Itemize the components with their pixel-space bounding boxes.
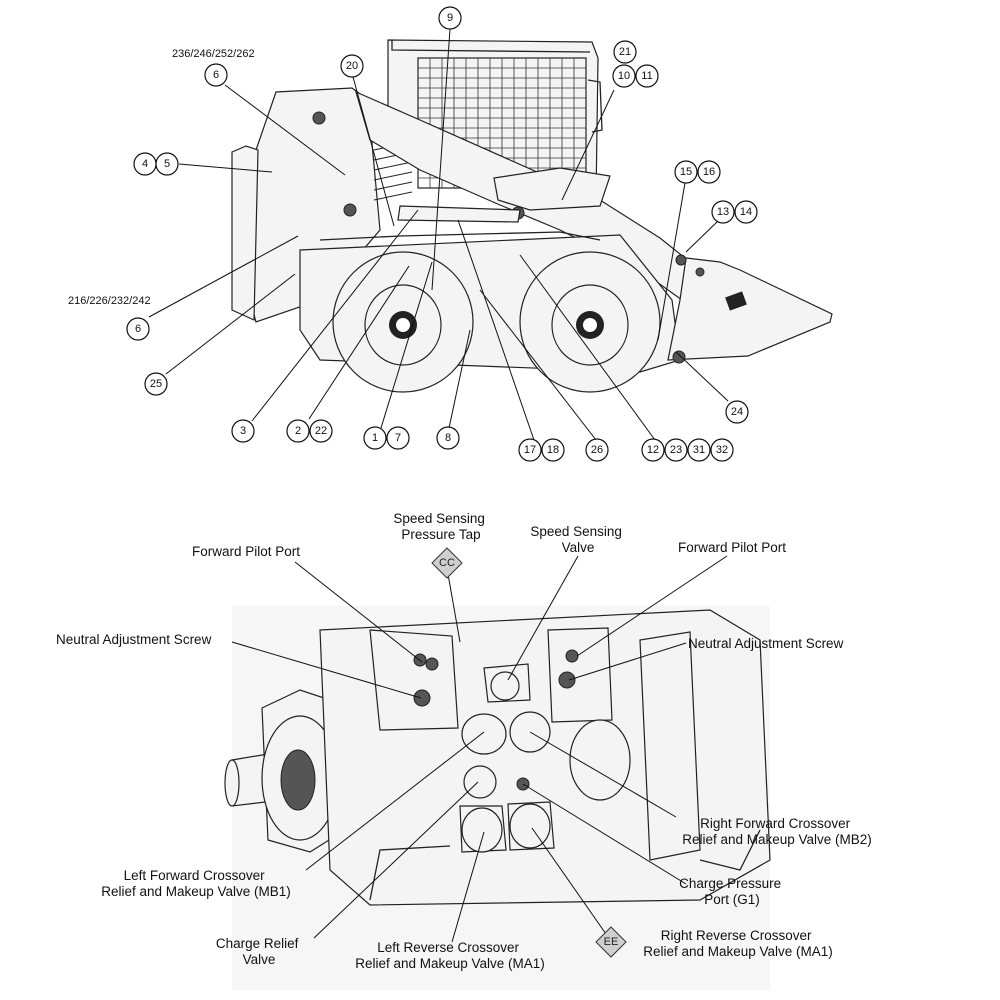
callout-7: 7 xyxy=(386,426,410,450)
label-charge-relief-valve: Charge Relief Valve xyxy=(216,936,302,967)
label-speed-sensing-pressure-tap: Speed Sensing Pressure Tap xyxy=(393,511,488,542)
callout-12: 12 xyxy=(641,438,665,462)
svg-text:25: 25 xyxy=(150,378,162,390)
tag-ee: EE xyxy=(595,926,627,958)
svg-text:12: 12 xyxy=(647,444,659,456)
callout-3: 3 xyxy=(231,419,255,443)
label-right-reverse-crossover: Right Reverse Crossover Relief and Makeu… xyxy=(643,928,833,959)
svg-text:18: 18 xyxy=(547,444,559,456)
model-label-lower: 216/226/232/242 xyxy=(68,295,151,307)
label-forward-pilot-port-right: Forward Pilot Port xyxy=(678,540,786,555)
svg-text:15: 15 xyxy=(680,166,692,178)
label-neutral-adjustment-screw-left: Neutral Adjustment Screw xyxy=(56,632,212,647)
svg-text:13: 13 xyxy=(717,206,729,218)
svg-text:14: 14 xyxy=(740,206,752,218)
callout-18: 18 xyxy=(541,438,565,462)
svg-text:24: 24 xyxy=(731,406,743,418)
model-label-upper: 236/246/252/262 xyxy=(172,48,255,60)
svg-text:4: 4 xyxy=(142,158,148,170)
callout-group: 9 6 20 21 10 11 4 5 15 16 13 14 6 25 3 2… xyxy=(126,6,758,462)
svg-text:31: 31 xyxy=(693,444,705,456)
svg-text:26: 26 xyxy=(591,444,603,456)
tag-cc: CC xyxy=(431,547,463,579)
callout-21: 21 xyxy=(613,40,637,64)
callout-9: 9 xyxy=(438,6,462,30)
svg-text:10: 10 xyxy=(618,70,630,82)
svg-text:9: 9 xyxy=(447,12,453,24)
label-charge-pressure-port: Charge Pressure Port (G1) xyxy=(679,876,785,907)
rear-wheel xyxy=(332,251,474,393)
callout-4: 4 xyxy=(133,152,157,176)
label-forward-pilot-port-left: Forward Pilot Port xyxy=(192,544,300,559)
svg-text:23: 23 xyxy=(670,444,682,456)
svg-text:17: 17 xyxy=(524,444,536,456)
callout-14: 14 xyxy=(734,200,758,224)
callout-15: 15 xyxy=(674,160,698,184)
bottom-leader-lines xyxy=(231,555,728,943)
label-speed-sensing-valve: Speed Sensing Valve xyxy=(530,524,625,555)
svg-text:CC: CC xyxy=(439,557,455,569)
svg-text:EE: EE xyxy=(604,936,619,948)
callout-26: 26 xyxy=(585,438,609,462)
label-neutral-adjustment-screw-right: Neutral Adjustment Screw xyxy=(688,636,844,651)
svg-text:11: 11 xyxy=(641,70,652,82)
callout-24: 24 xyxy=(725,400,749,424)
callout-25: 25 xyxy=(144,372,168,396)
svg-text:3: 3 xyxy=(240,425,246,437)
callout-1: 1 xyxy=(363,426,387,450)
callout-6-lower: 6 xyxy=(126,317,150,341)
callout-10: 10 xyxy=(612,64,636,88)
callout-8: 8 xyxy=(436,426,460,450)
label-right-forward-crossover: Right Forward Crossover Relief and Makeu… xyxy=(682,816,872,847)
callout-6-upper: 6 xyxy=(204,63,228,87)
callout-11: 11 xyxy=(635,64,659,88)
callout-13: 13 xyxy=(711,200,735,224)
callout-5: 5 xyxy=(155,152,179,176)
svg-text:2: 2 xyxy=(295,425,301,437)
svg-text:22: 22 xyxy=(315,425,327,437)
callout-22: 22 xyxy=(309,419,333,443)
callout-16: 16 xyxy=(697,160,721,184)
callout-2: 2 xyxy=(286,419,310,443)
svg-text:6: 6 xyxy=(213,69,219,81)
svg-text:32: 32 xyxy=(716,444,728,456)
callout-32: 32 xyxy=(710,438,734,462)
side-louvres xyxy=(373,141,413,201)
callout-31: 31 xyxy=(687,438,711,462)
svg-text:1: 1 xyxy=(372,432,378,444)
svg-text:20: 20 xyxy=(346,60,358,72)
top-leader-lines xyxy=(148,28,729,441)
svg-text:8: 8 xyxy=(445,432,451,444)
pump-illustration xyxy=(224,606,771,990)
svg-text:21: 21 xyxy=(619,46,631,58)
callout-23: 23 xyxy=(664,438,688,462)
label-left-forward-crossover: Left Forward Crossover Relief and Makeup… xyxy=(101,868,291,899)
svg-text:6: 6 xyxy=(135,323,141,335)
callout-20: 20 xyxy=(340,54,364,78)
svg-text:5: 5 xyxy=(164,158,170,170)
label-left-reverse-crossover: Left Reverse Crossover Relief and Makeup… xyxy=(355,940,545,971)
front-wheel xyxy=(519,251,661,393)
callout-17: 17 xyxy=(518,438,542,462)
svg-text:16: 16 xyxy=(703,166,715,178)
svg-text:7: 7 xyxy=(395,432,401,444)
